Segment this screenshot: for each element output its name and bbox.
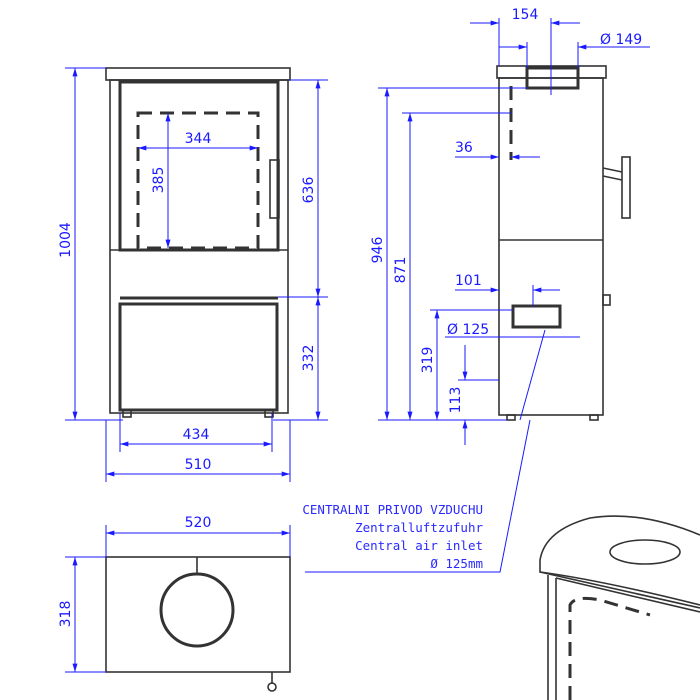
- dim-36: 36: [455, 140, 473, 156]
- air-inlet-note: CENTRALNI PRIVOD VZDUCHU Zentralluftzufu…: [302, 502, 483, 571]
- perspective-detail: [539, 515, 700, 700]
- side-body: [498, 77, 604, 416]
- front-lower-panel: [118, 302, 279, 412]
- front-door-glass: [118, 80, 280, 252]
- front-dimensions: 1004 636 332 344 385 434 510: [58, 67, 328, 482]
- note-cz: CENTRALNI PRIVOD VZDUCHU: [302, 502, 483, 517]
- door-handle: [269, 159, 280, 219]
- dim-332: 332: [301, 345, 317, 372]
- dim-inlet-diameter: Ø 125: [447, 322, 489, 338]
- top-flue-circle: [159, 572, 235, 648]
- side-view: [496, 65, 631, 421]
- front-body: [109, 79, 289, 414]
- dim-946: 946: [370, 237, 386, 264]
- dim-520: 520: [185, 515, 212, 531]
- dim-1004: 1004: [58, 222, 74, 258]
- side-dimensions: 154 Ø 149 36 946 871 101 Ø 125 319 113: [305, 7, 650, 573]
- flue-outlet: [525, 66, 580, 90]
- air-inlet: [511, 304, 562, 329]
- top-view: 520 318: [58, 515, 291, 692]
- dim-flue-diameter: Ø 149: [600, 32, 642, 48]
- inlet-leader-line: [305, 419, 531, 573]
- note-diameter: Ø 125mm: [430, 556, 483, 571]
- glass-visible-area: [136, 111, 260, 250]
- dim-636: 636: [301, 177, 317, 204]
- dim-434: 434: [183, 427, 210, 443]
- front-view: [105, 67, 291, 418]
- side-handle: [621, 156, 631, 219]
- dim-385: 385: [151, 167, 167, 194]
- dim-154: 154: [512, 7, 539, 23]
- dim-318: 318: [58, 601, 74, 628]
- dim-101: 101: [455, 273, 482, 289]
- note-de: Zentralluftzufuhr: [355, 520, 483, 535]
- front-top-plate: [105, 67, 291, 81]
- dim-113: 113: [448, 387, 464, 414]
- dim-871: 871: [393, 257, 409, 284]
- dim-344: 344: [185, 131, 212, 147]
- note-en: Central air inlet: [355, 538, 483, 553]
- dim-510: 510: [185, 457, 212, 473]
- dim-319: 319: [420, 347, 436, 374]
- top-outline: [105, 556, 291, 673]
